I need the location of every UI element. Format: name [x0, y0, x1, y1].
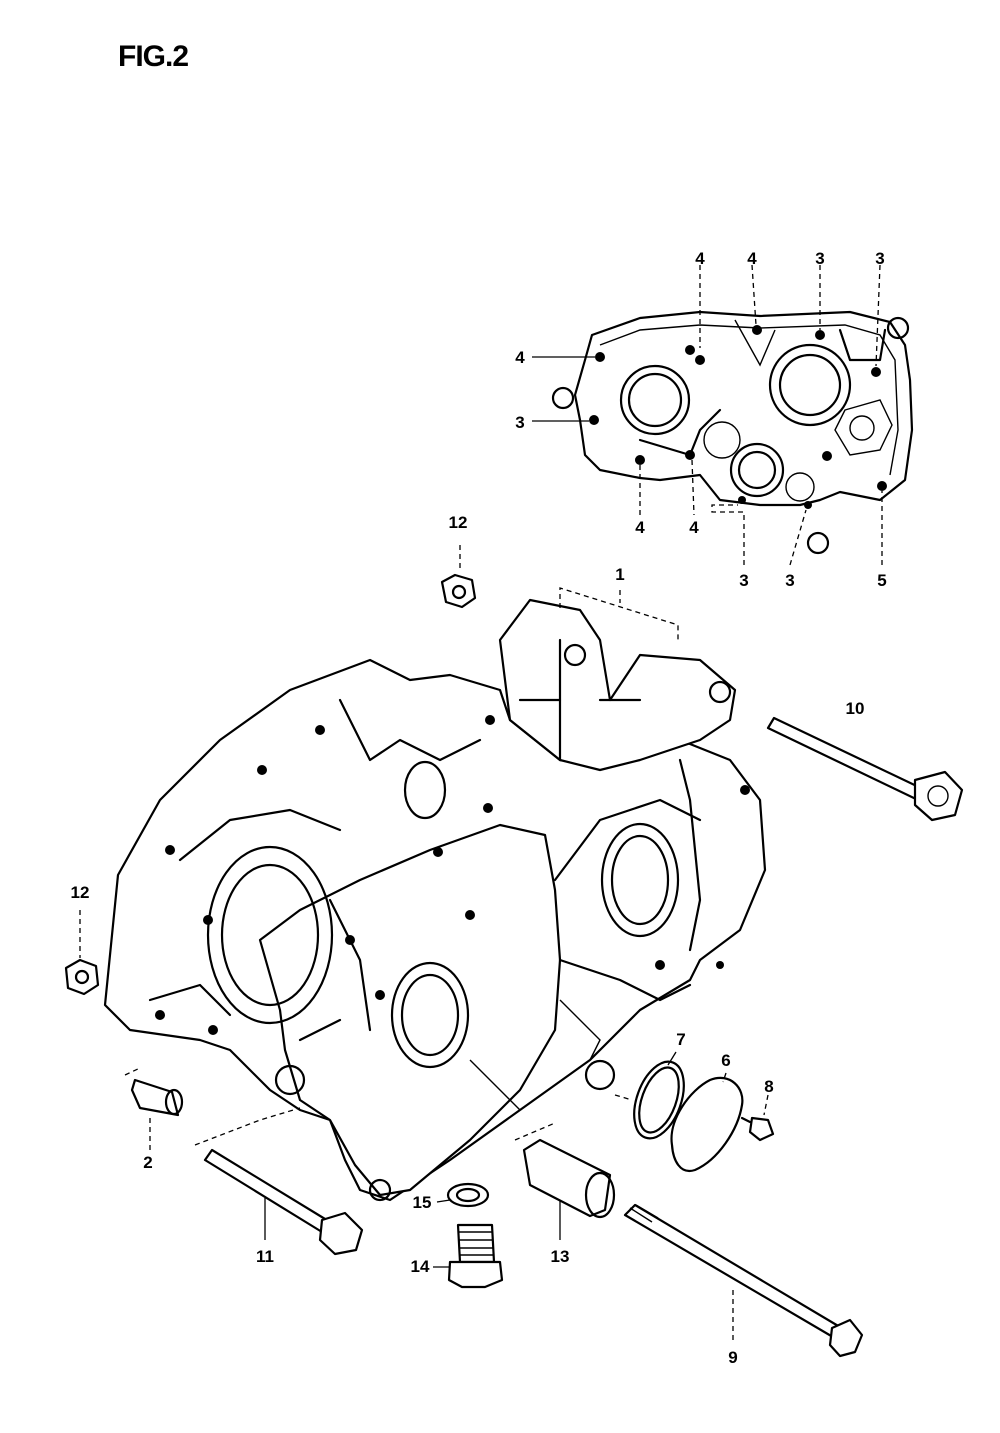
- callout-13: 13: [551, 1247, 570, 1266]
- callout-3: 3: [875, 249, 884, 268]
- nut-12-top: [440, 545, 477, 609]
- callout-3: 3: [785, 571, 794, 590]
- callout-10: 10: [846, 699, 865, 718]
- callout-4: 4: [747, 249, 757, 268]
- callout-1: 1: [615, 565, 624, 584]
- callout-4: 4: [635, 518, 645, 537]
- callout-3: 3: [515, 413, 524, 432]
- screw-8: [740, 1094, 775, 1142]
- o-ring-7: [614, 1051, 685, 1140]
- callout-3: 3: [739, 571, 748, 590]
- sleeve-13: [514, 1122, 616, 1240]
- bolt-10: [766, 716, 964, 822]
- bolt-9: [623, 1203, 864, 1358]
- callout-14: 14: [411, 1257, 430, 1276]
- callout-6: 6: [721, 1051, 730, 1070]
- figure-title: FIG.2: [118, 40, 189, 73]
- crankcase-assembly: [103, 598, 767, 1202]
- callout-7: 7: [676, 1030, 685, 1049]
- callout-4: 4: [695, 249, 705, 268]
- callout-4: 4: [515, 348, 525, 367]
- nut-12-left: [64, 910, 100, 996]
- cover-plate-6: [670, 1072, 744, 1173]
- drain-plug-14: [433, 1223, 504, 1289]
- callout-3: 3: [815, 249, 824, 268]
- washer-15: [436, 1182, 490, 1208]
- callout-5: 5: [877, 571, 886, 590]
- callout-12: 12: [71, 883, 90, 902]
- callout-15: 15: [413, 1193, 432, 1212]
- inset-crankcase-view: [532, 264, 914, 566]
- dowel-pin-2: [124, 1067, 184, 1150]
- callout-8: 8: [764, 1077, 773, 1096]
- callout-4: 4: [689, 518, 699, 537]
- callout-2: 2: [143, 1153, 152, 1172]
- callout-12: 12: [449, 513, 468, 532]
- callout-9: 9: [728, 1348, 737, 1367]
- callout-bracket-1: [559, 587, 679, 642]
- bolt-11: [194, 1107, 364, 1256]
- callout-11: 11: [256, 1247, 274, 1266]
